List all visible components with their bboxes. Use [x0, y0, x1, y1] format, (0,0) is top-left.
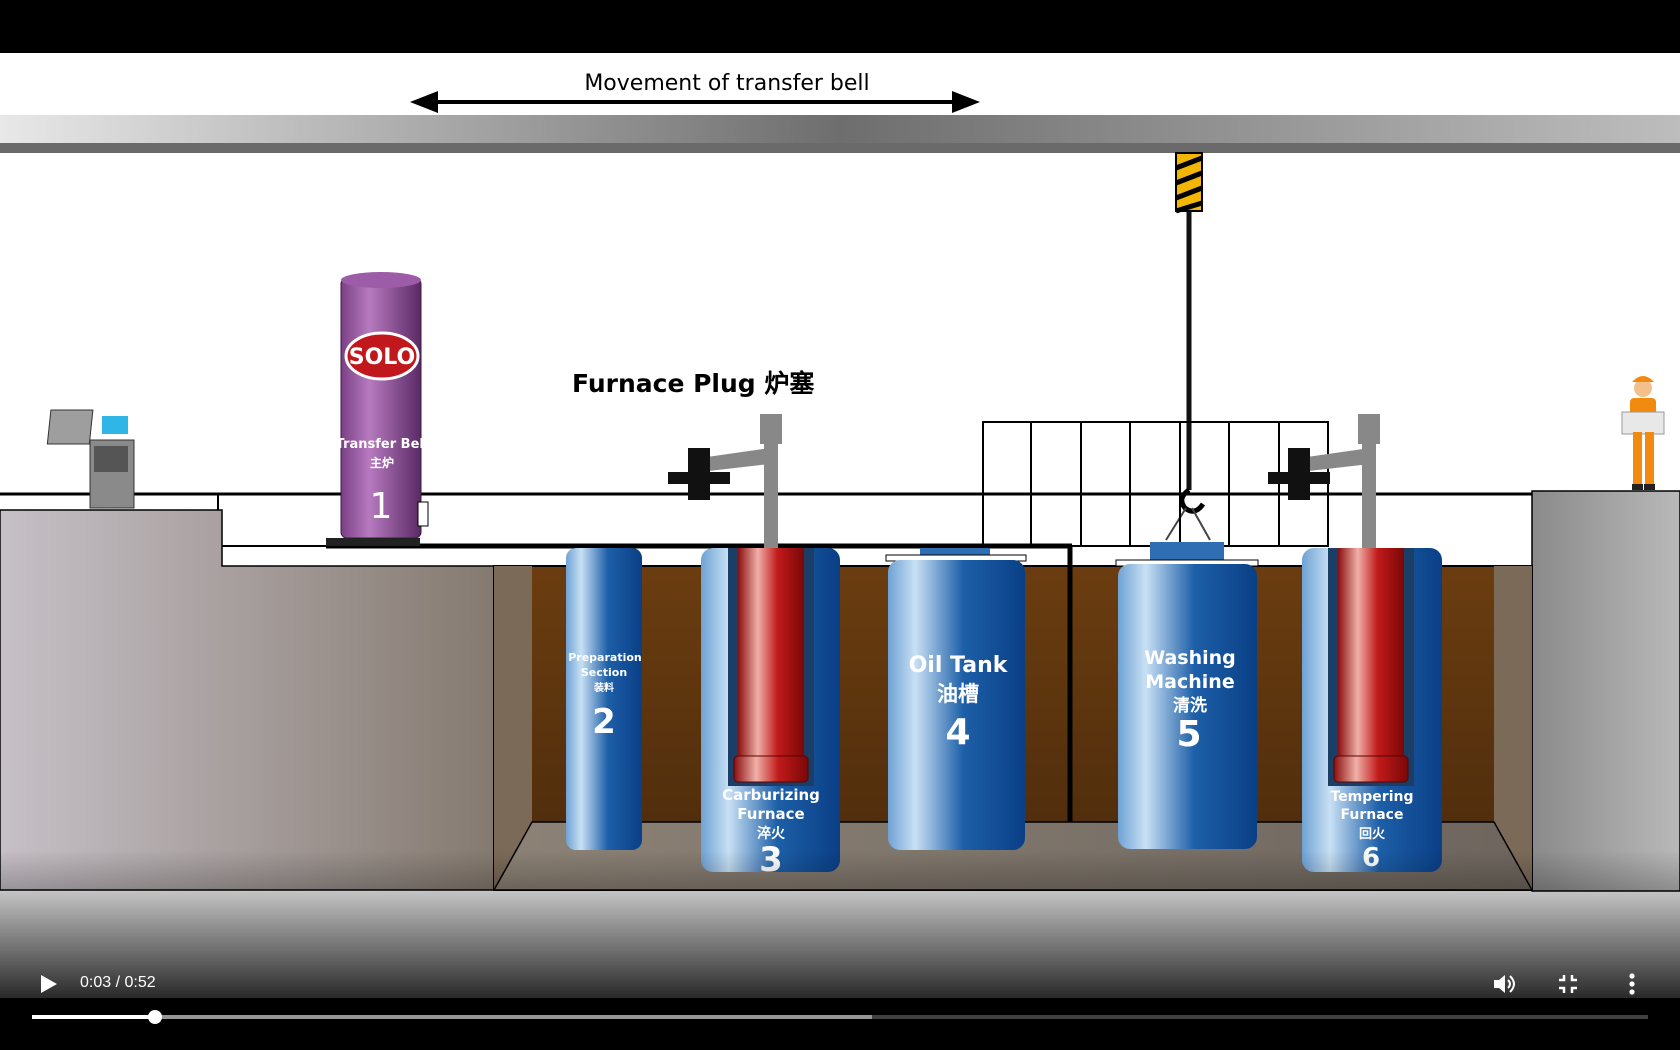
volume-button[interactable] [1484, 964, 1524, 1004]
station-4-line2: 油槽 [937, 682, 979, 706]
station-3-line1: Carburizing [722, 786, 820, 804]
double-arrow-icon [410, 91, 980, 113]
more-vert-icon [1629, 973, 1635, 995]
station-3-line2: Furnace [737, 805, 804, 823]
progress-bar[interactable] [32, 1010, 1648, 1024]
banner-text: Movement of transfer bell [584, 71, 869, 96]
furnace-plug-label: Furnace Plug 炉塞 [572, 369, 814, 398]
station-carburizing: Carburizing Furnace 淬火 3 [701, 548, 840, 880]
station-2-number: 2 [592, 702, 616, 742]
overhead-beam [0, 115, 1680, 143]
more-options-button[interactable] [1612, 964, 1652, 1004]
station-6-line1: Tempering [1331, 789, 1414, 805]
station-2-line2: Section [581, 666, 627, 679]
station-washing: Washing Machine 清洗 5 [1115, 542, 1259, 849]
station-5-line3: 清洗 [1173, 695, 1207, 716]
play-icon [41, 975, 57, 993]
floor-left [0, 509, 495, 891]
station-tempering: Tempering Furnace 回火 6 [1302, 548, 1442, 873]
station-4-number: 4 [945, 712, 970, 753]
station-3-line3: 淬火 [757, 825, 786, 842]
station-preparation: Preparation Section 装料 2 [566, 548, 642, 850]
video-controls: 0:03 / 0:52 [0, 940, 1680, 1050]
crane-hook-icon [1165, 152, 1211, 541]
station-5-line1: Washing [1144, 647, 1236, 669]
played-bar [32, 1015, 155, 1019]
exit-fullscreen-button[interactable] [1548, 964, 1588, 1004]
transfer-bell-number: 1 [370, 486, 393, 527]
station-5-number: 5 [1176, 714, 1201, 755]
station-2-line1: Preparation [568, 651, 642, 664]
station-4-line1: Oil Tank [909, 653, 1009, 678]
scrubber-handle[interactable] [147, 1010, 162, 1024]
station-oil-tank: Oil Tank 油槽 4 [885, 548, 1027, 850]
furnace-plug-arm-right [1268, 414, 1380, 550]
station-6-line2: Furnace [1341, 807, 1404, 823]
station-5-line2: Machine [1145, 671, 1234, 693]
transfer-bell: SOLO Transfer Bell 主炉 1 [326, 272, 429, 546]
transfer-bell-line2: 主炉 [370, 455, 394, 470]
worker-icon [1621, 376, 1665, 490]
transfer-bell-line1: Transfer Bell [336, 437, 429, 452]
station-2-line3: 装料 [593, 681, 614, 694]
volume-icon [1494, 975, 1515, 993]
station-6-line3: 回火 [1359, 827, 1386, 842]
buffered-bar [32, 1015, 873, 1019]
control-terminal-icon [46, 409, 135, 509]
logo-text: SOLO [349, 345, 415, 370]
time-display: 0:03 / 0:52 [80, 974, 156, 991]
exit-fullscreen-icon [1559, 975, 1577, 993]
floor-right [1531, 490, 1680, 892]
furnace-plug-arm-left [668, 414, 782, 550]
play-button[interactable] [28, 964, 68, 1004]
solo-logo [344, 331, 420, 381]
